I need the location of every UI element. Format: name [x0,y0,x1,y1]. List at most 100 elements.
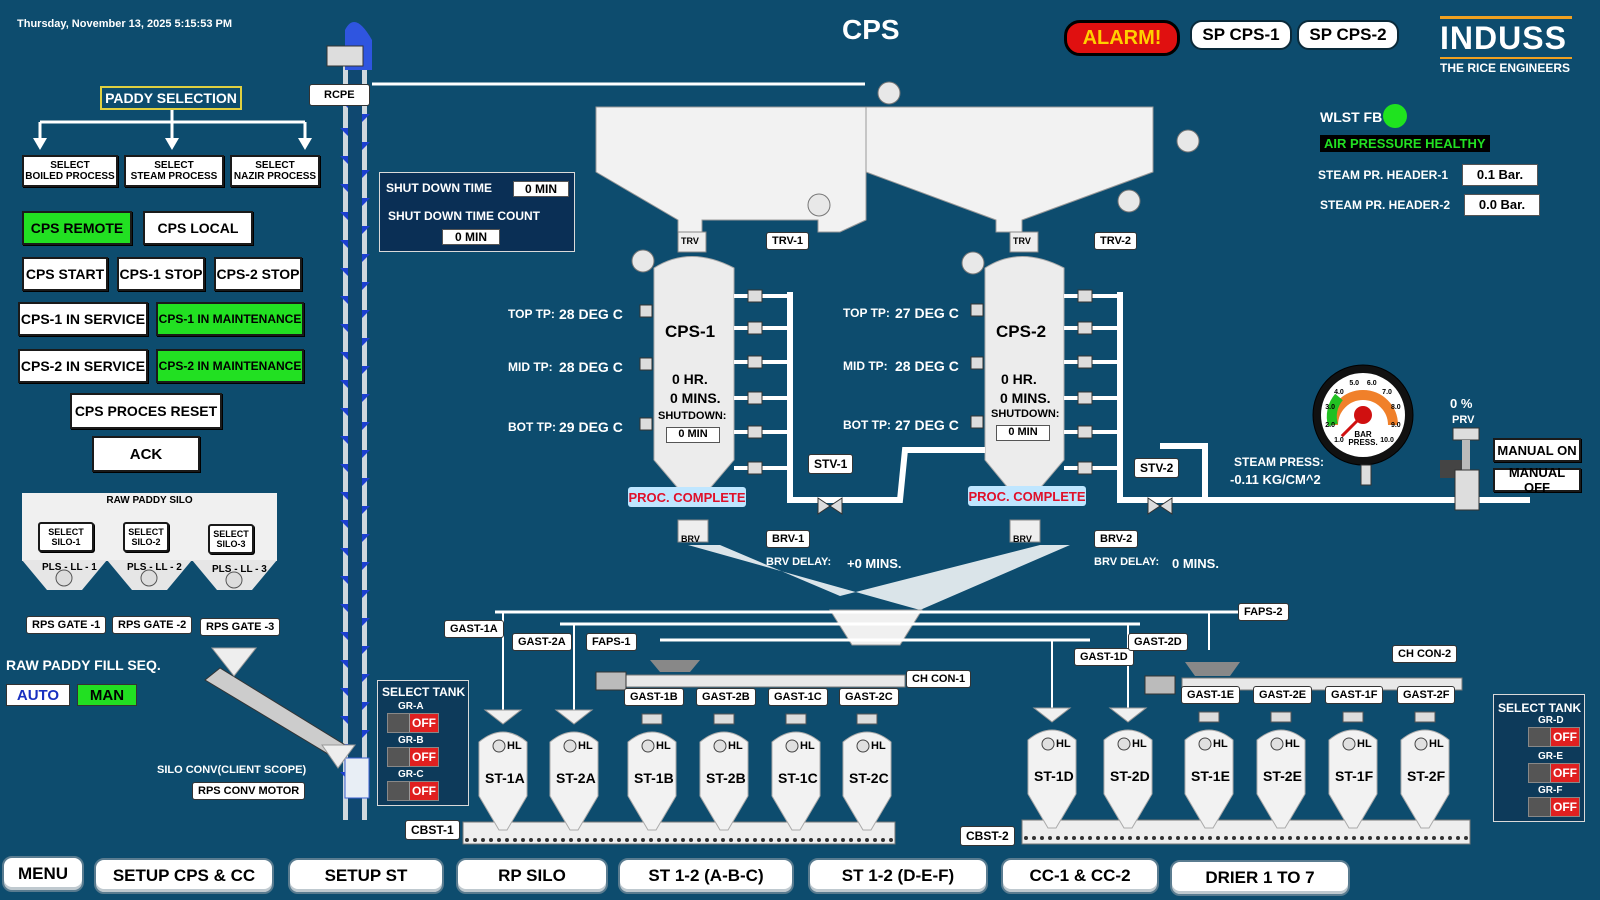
storage-tank [699,731,749,831]
nav-st-abc[interactable]: ST 1-2 (A-B-C) [618,858,794,894]
cps1-hr: 0 HR. [672,371,708,387]
gast-2e-tag[interactable]: GAST-2E [1253,686,1313,704]
trv1-tag[interactable]: TRV-1 [766,232,809,250]
gast-2b-tag[interactable]: GAST-2B [696,688,756,706]
gauge-tick: 4.0 [1334,389,1344,396]
gr-a-toggle[interactable]: OFF [387,713,439,733]
man-button[interactable]: MAN [77,684,137,706]
cps2-mins: 0 MINS. [1000,390,1051,406]
brv2-delay-value: 0 MINS. [1172,556,1219,571]
manual-on-button[interactable]: MANUAL ON [1493,438,1581,462]
faps-1-tag[interactable]: FAPS-1 [586,633,637,651]
nav-setup-st[interactable]: SETUP ST [288,858,444,894]
nav-cc[interactable]: CC-1 & CC-2 [1001,858,1159,894]
gast-2c-tag[interactable]: GAST-2C [839,688,899,706]
cps1-bot-label: BOT TP: [508,420,556,434]
gr-c-toggle[interactable]: OFF [387,781,439,801]
trv2-tag[interactable]: TRV-2 [1094,232,1137,250]
gast-1a-tag[interactable]: GAST-1A [444,620,504,638]
select-tank-left-title: SELECT TANK [382,685,466,699]
cps1-stop-button[interactable]: CPS-1 STOP [117,257,205,291]
cps2-in-service-button[interactable]: CPS-2 IN SERVICE [18,349,148,383]
cbst-2-tag[interactable]: CBST-2 [960,826,1015,846]
tank-st-2c-label: ST-2C [849,770,889,786]
shutdown-time-value[interactable]: 0 MIN [513,181,569,197]
gr-c-label: GR-C [398,769,424,780]
shutdown-panel: SHUT DOWN TIME 0 MIN SHUT DOWN TIME COUN… [379,172,575,252]
cps-start-button[interactable]: CPS START [22,257,108,291]
sp-cps2-button[interactable]: SP CPS-2 [1297,20,1399,50]
elevator-boot-icon [344,757,370,799]
gr-b-toggle[interactable]: OFF [387,747,439,767]
gast-1b-tag[interactable]: GAST-1B [624,688,684,706]
alarm-indicator[interactable]: ALARM! [1064,20,1180,56]
nav-st-def[interactable]: ST 1-2 (D-E-F) [808,858,988,894]
ack-button[interactable]: ACK [92,436,200,472]
cps-remote-button[interactable]: CPS REMOTE [22,211,132,245]
nav-setup-cps-cc[interactable]: SETUP CPS & CC [94,858,274,894]
rps-gate-2[interactable]: RPS GATE -2 [112,616,193,634]
cps-local-button[interactable]: CPS LOCAL [143,211,253,245]
hl-sensor-icon [713,739,727,753]
gast-1f-tag[interactable]: GAST-1F [1325,686,1384,704]
gr-d-toggle[interactable]: OFF [1528,727,1580,747]
ch-con-2-tag[interactable]: CH CON-2 [1392,645,1458,663]
hl-sensor-icon [1041,737,1055,751]
cps2-bot-value: 27 DEG C [895,417,959,433]
storage-tank [1400,729,1450,829]
tank-st-2d-label: ST-2D [1110,768,1150,784]
cps1-top-value: 28 DEG C [559,306,623,322]
cps1-in-service-button[interactable]: CPS-1 IN SERVICE [18,302,148,336]
manual-off-button[interactable]: MANUAL OFF [1493,465,1581,495]
auto-button[interactable]: AUTO [6,684,70,706]
gast-2f-tag[interactable]: GAST-2F [1397,686,1456,704]
rps-conv-motor-tag[interactable]: RPS CONV MOTOR [192,782,306,800]
cps-process-reset-button[interactable]: CPS PROCES RESET [70,393,222,429]
stv2-tag[interactable]: STV-2 [1134,458,1180,478]
select-silo2-line1: SELECT [128,527,164,537]
steam-header1-label: STEAM PR. HEADER-1 [1318,168,1449,182]
nav-drier[interactable]: DRIER 1 TO 7 [1170,860,1350,896]
cps1-mid-label: MID TP: [508,360,553,374]
rps-gate-1[interactable]: RPS GATE -1 [26,616,107,634]
gr-e-toggle[interactable]: OFF [1528,763,1580,783]
gast-2d-tag[interactable]: GAST-2D [1128,633,1188,651]
faps-2-tag[interactable]: FAPS-2 [1238,603,1289,621]
hl-label: HL [1213,738,1228,750]
stv1-tag[interactable]: STV-1 [808,454,854,474]
rcpe-tag[interactable]: RCPE [309,84,370,106]
brv1-delay-value: +0 MINS. [847,556,902,571]
brv2-tag[interactable]: BRV-2 [1094,530,1139,548]
rps-gate-3[interactable]: RPS GATE -3 [200,618,281,636]
gast-1e-tag[interactable]: GAST-1E [1181,686,1241,704]
gast-1c-tag[interactable]: GAST-1C [768,688,828,706]
select-tank-left-panel: SELECT TANK GR-A OFF GR-B OFF GR-C OFF [377,680,469,806]
select-tank-right-panel: SELECT TANK GR-D OFF GR-E OFF GR-F OFF [1493,694,1585,822]
ch-con-1-tag[interactable]: CH CON-1 [906,670,972,688]
cps2-in-maintenance-button[interactable]: CPS-2 IN MAINTENANCE [156,349,304,383]
raw-paddy-silo-title: RAW PADDY SILO [106,495,193,506]
wlst-fb-label: WLST FB [1320,109,1383,125]
gast-2a-tag[interactable]: GAST-2A [512,633,572,651]
gr-f-toggle[interactable]: OFF [1528,797,1580,817]
sp-cps1-button[interactable]: SP CPS-1 [1190,20,1292,50]
hl-label: HL [578,740,593,752]
brv1-tag[interactable]: BRV-1 [766,530,811,548]
cbst-1-tag[interactable]: CBST-1 [405,820,460,840]
cps2-hr: 0 HR. [1001,371,1037,387]
nav-menu[interactable]: MENU [2,856,84,892]
cps2-stop-button[interactable]: CPS-2 STOP [214,257,302,291]
gr-f-label: GR-F [1538,785,1563,796]
cps1-in-maintenance-button[interactable]: CPS-1 IN MAINTENANCE [156,302,304,336]
gauge-tick: 7.0 [1382,389,1392,396]
gast-1d-tag[interactable]: GAST-1D [1074,648,1134,666]
hl-sensor-icon [1117,737,1131,751]
nav-rp-silo[interactable]: RP SILO [456,858,608,894]
